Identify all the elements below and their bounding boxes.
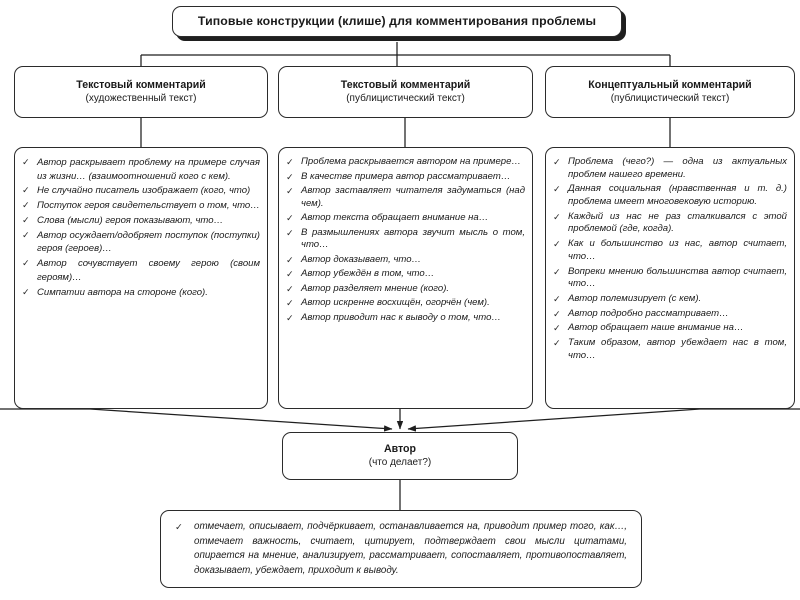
category-title: Текстовый комментарий — [76, 79, 206, 92]
author-verbs-text: отмечает, описывает, подчёркивает, остан… — [175, 520, 627, 579]
category-header-text-publicistic: Текстовый комментарий (публицистический … — [278, 66, 533, 118]
clause-item: Проблема (чего?) — одна из актуальных пр… — [553, 156, 787, 181]
category-header-text-artistic: Текстовый комментарий (художественный те… — [14, 66, 268, 118]
clause-item: Поступок героя свидетельствует о том, чт… — [22, 199, 260, 213]
clause-item: Автор искренне восхищён, огорчён (чем). — [286, 297, 525, 310]
clause-item: Автор обращает наше внимание на… — [553, 322, 787, 335]
clause-column-text-artistic: Автор раскрывает проблему на примере слу… — [14, 147, 268, 409]
category-title: Концептуальный комментарий — [588, 79, 752, 92]
clause-column-conceptual: Проблема (чего?) — одна из актуальных пр… — [545, 147, 795, 409]
clause-item: Автор полемизирует (с кем). — [553, 293, 787, 306]
clause-column-text-publicistic: Проблема раскрывается автором на примере… — [278, 147, 533, 409]
clause-item: Вопреки мнению большинства автор считает… — [553, 266, 787, 291]
clause-list: Проблема (чего?) — одна из актуальных пр… — [553, 156, 787, 362]
clause-item: Автор заставляет читателя задуматься (на… — [286, 185, 525, 210]
clause-list: Автор раскрывает проблему на примере слу… — [22, 156, 260, 299]
category-title: Текстовый комментарий — [340, 79, 471, 92]
clause-item: Симпатии автора на стороне (кого). — [22, 286, 260, 300]
clause-list: Проблема раскрывается автором на примере… — [286, 156, 525, 325]
clause-item: В качестве примера автор рассматривает… — [286, 171, 525, 184]
page-title: Типовые конструкции (клише) для комменти… — [197, 13, 597, 28]
clause-item: Автор текста обращает внимание на… — [286, 212, 525, 225]
category-subtitle: (художественный текст) — [85, 93, 197, 105]
author-title: Автор — [383, 443, 416, 456]
clause-item: Как и большинство из нас, автор считает,… — [553, 238, 787, 263]
clause-item: Автор сочувствует своему герою (своим ге… — [22, 257, 260, 284]
clause-item: Слова (мысли) героя показывают, что… — [22, 214, 260, 228]
diagram-title-box: Типовые конструкции (клише) для комменти… — [172, 6, 622, 37]
clause-item: Каждый из нас не раз сталкивался с этой … — [553, 211, 787, 236]
category-subtitle: (публицистический текст) — [346, 93, 465, 105]
author-verbs-node: отмечает, описывает, подчёркивает, остан… — [160, 510, 642, 588]
clause-item: Автор осуждает/одобряет поступок (поступ… — [22, 229, 260, 256]
author-subtitle: (что делает?) — [368, 457, 432, 469]
clause-item: Автор подробно рассматривает… — [553, 308, 787, 321]
clause-item: Автор раскрывает проблему на примере слу… — [22, 156, 260, 183]
category-header-conceptual: Концептуальный комментарий (публицистиче… — [545, 66, 795, 118]
clause-item: Автор убеждён в том, что… — [286, 268, 525, 281]
clause-item: В размышлениях автора звучит мысль о том… — [286, 227, 525, 252]
clause-item: Автор разделяет мнение (кого). — [286, 283, 525, 296]
category-subtitle: (публицистический текст) — [610, 93, 730, 105]
clause-item: Не случайно писатель изображает (кого, ч… — [22, 184, 260, 198]
clause-item: Автор доказывает, что… — [286, 254, 525, 267]
clause-item: Автор приводит нас к выводу о том, что… — [286, 312, 525, 325]
clause-item: Данная социальная (нравственная и т. д.)… — [553, 183, 787, 208]
clause-item: Проблема раскрывается автором на примере… — [286, 156, 525, 169]
author-node: Автор (что делает?) — [282, 432, 518, 480]
clause-item: Таким образом, автор убеждает нас в том,… — [553, 337, 787, 362]
